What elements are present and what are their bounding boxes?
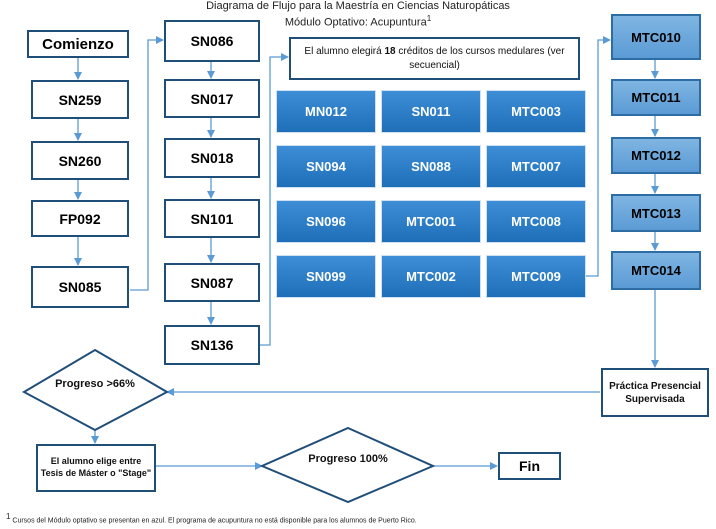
node-sn086: SN086: [164, 20, 260, 62]
footnote-sup: 1: [6, 512, 11, 521]
diagram-title: Diagrama de Flujo para la Maestría en Ci…: [206, 0, 510, 12]
node-mtc012: MTC012: [611, 137, 701, 174]
node-mtc014: MTC014: [611, 251, 701, 290]
diagram-subtitle: Módulo Optativo: Acupuntura1: [0, 14, 716, 29]
node-sn136: SN136: [164, 325, 260, 365]
elective-sn096: SN096: [276, 200, 376, 243]
node-sn259: SN259: [31, 80, 129, 119]
elective-mtc001: MTC001: [381, 200, 481, 243]
subtitle-text: Módulo Optativo: Acupuntura: [284, 16, 427, 29]
electives-note-after: créditos de los cursos medulares (ver se…: [395, 46, 565, 71]
node-sn017: SN017: [164, 79, 260, 118]
decision1-shape: [21, 348, 170, 432]
decision2-label: Progreso 100%: [308, 453, 388, 465]
node-choice: El alumno elige entre Tesis de Máster o …: [36, 444, 156, 492]
node-mtc013: MTC013: [611, 194, 701, 232]
elective-sn094: SN094: [276, 145, 376, 188]
elective-sn011: SN011: [381, 90, 481, 133]
node-mtc010: MTC010: [611, 14, 701, 60]
node-sn101: SN101: [164, 199, 260, 238]
electives-note: El alumno elegirá 18 créditos de los cur…: [289, 37, 580, 80]
elective-mtc007: MTC007: [486, 145, 586, 188]
elective-sn099: SN099: [276, 255, 376, 298]
elective-mtc008: MTC008: [486, 200, 586, 243]
decision1-label: Progreso >66%: [55, 378, 135, 390]
node-sn018: SN018: [164, 138, 260, 178]
elective-sn088: SN088: [381, 145, 481, 188]
elective-mn012: MN012: [276, 90, 376, 133]
elective-mtc009: MTC009: [486, 255, 586, 298]
node-sn085: SN085: [31, 266, 129, 308]
footnote-text: Cursos del Módulo optativo se presentan …: [12, 517, 417, 525]
node-fp092: FP092: [31, 200, 129, 237]
footnote: 1 Cursos del Módulo optativo se presenta…: [6, 512, 417, 524]
node-start: Comienzo: [27, 30, 129, 58]
electives-note-credits: 18: [384, 46, 396, 57]
elective-mtc003: MTC003: [486, 90, 586, 133]
node-mtc011: MTC011: [611, 79, 701, 116]
node-end: Fin: [498, 452, 561, 480]
node-sn260: SN260: [31, 141, 129, 180]
elective-mtc002: MTC002: [381, 255, 481, 298]
subtitle-sup: 1: [426, 14, 432, 23]
node-sn087: SN087: [164, 263, 260, 302]
decision2-shape: [259, 426, 436, 504]
node-practica: Práctica Presencial Supervisada: [601, 368, 709, 417]
electives-note-before: El alumno elegirá: [304, 46, 385, 57]
